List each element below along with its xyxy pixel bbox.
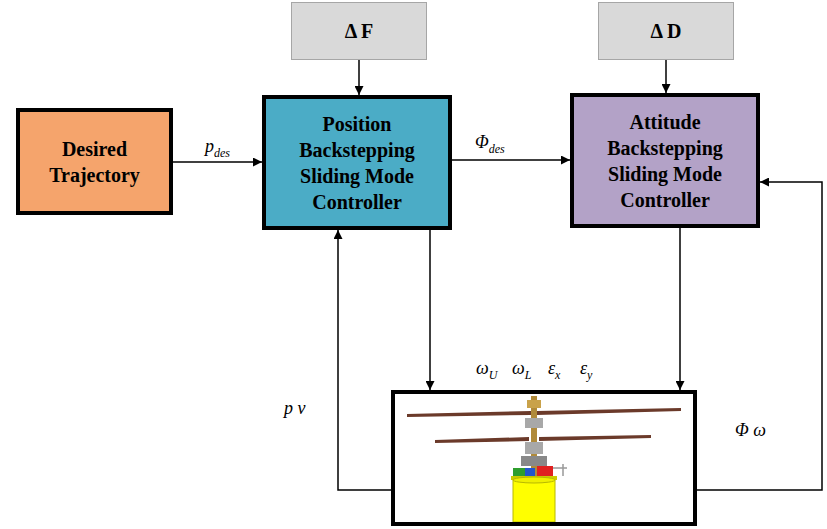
signal-label: εy xyxy=(580,358,592,383)
signal-label: Φ ω xyxy=(735,420,766,441)
signal-label: εx xyxy=(548,358,560,383)
plant-box xyxy=(391,390,697,526)
signal-label: ωL xyxy=(512,358,531,383)
signal-arrow xyxy=(429,230,431,390)
signal-arrow xyxy=(338,230,391,490)
signal-label: Φdes xyxy=(475,132,505,157)
signal-label: p v xyxy=(284,398,306,419)
signal-arrow xyxy=(452,159,570,161)
helicopter-illustration xyxy=(395,394,693,522)
signal-label: ωU xyxy=(476,358,497,383)
controller-box: Attitude Backstepping Sliding Mode Contr… xyxy=(570,93,760,228)
signal-arrow xyxy=(173,161,262,163)
signal-label: pdes xyxy=(205,136,230,161)
node-text: Position Backstepping Sliding Mode Contr… xyxy=(282,111,432,215)
node-text: Δ D xyxy=(606,18,726,44)
signal-arrow xyxy=(697,182,822,490)
node-text: Δ F xyxy=(299,18,419,44)
node-text: Desired Trajectory xyxy=(25,136,165,188)
node-text: Attitude Backstepping Sliding Mode Contr… xyxy=(590,109,740,213)
signal-arrow xyxy=(679,228,681,390)
disturbance-box: Δ F xyxy=(291,2,427,60)
input-box: Desired Trajectory xyxy=(16,108,173,215)
signal-arrow xyxy=(665,60,667,93)
signal-arrow xyxy=(358,60,360,95)
disturbance-box: Δ D xyxy=(598,2,734,60)
controller-box: Position Backstepping Sliding Mode Contr… xyxy=(262,95,452,230)
